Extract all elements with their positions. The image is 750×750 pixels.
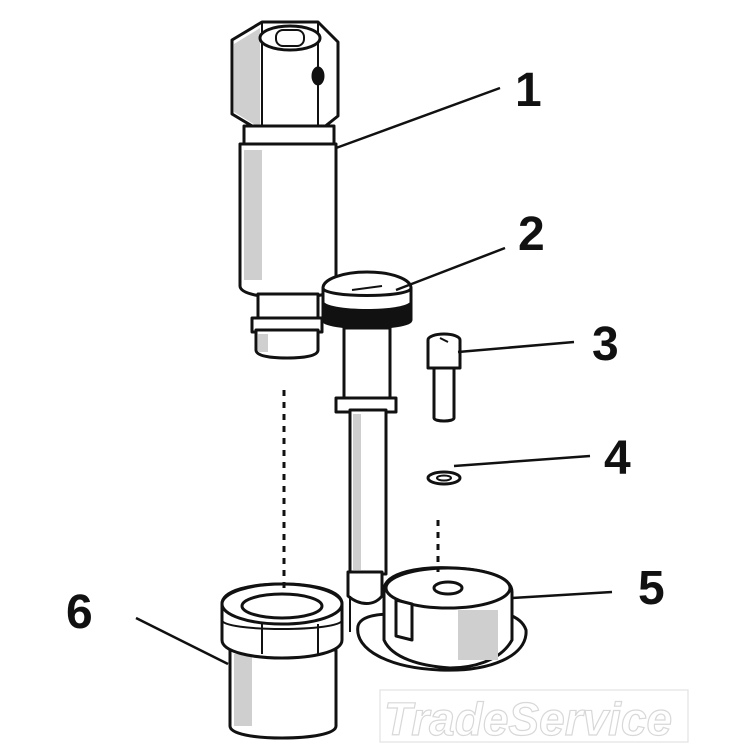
watermark-text: TradeService <box>384 693 672 745</box>
leader-4 <box>453 454 591 468</box>
part-3-screw <box>426 332 462 423</box>
leader-lines <box>135 86 613 666</box>
part-2-stem <box>321 270 413 632</box>
leader-3 <box>457 340 575 354</box>
callout-5: 5 <box>638 562 665 615</box>
part-1-cartridge <box>230 20 340 360</box>
watermark: TradeService <box>379 689 689 746</box>
leader-2 <box>395 246 506 292</box>
callout-labels: 1 2 3 4 5 6 <box>66 64 665 639</box>
part-5-retainer <box>356 566 528 672</box>
alignment-lines <box>282 390 440 590</box>
leader-1 <box>335 86 501 150</box>
leader-5 <box>511 590 613 600</box>
callout-3: 3 <box>592 318 619 371</box>
part-4-washer <box>426 470 462 486</box>
callout-4: 4 <box>604 432 631 485</box>
callout-1: 1 <box>515 64 542 117</box>
callout-2: 2 <box>518 208 545 261</box>
callout-6: 6 <box>66 586 93 639</box>
part-6-sleeve <box>220 582 344 740</box>
leader-6 <box>135 616 229 666</box>
